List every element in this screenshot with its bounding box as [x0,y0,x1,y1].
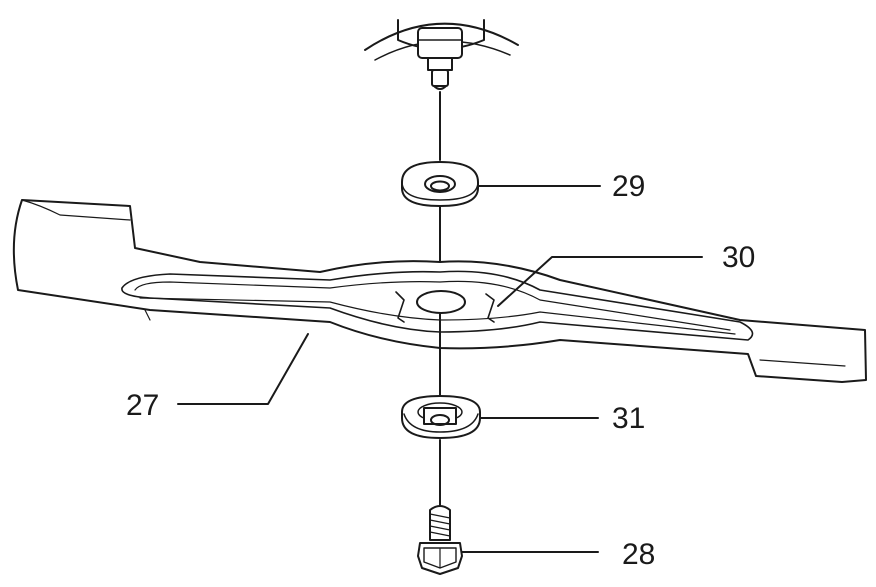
callout-28: 28 [622,538,656,571]
blade-bolt [417,505,463,575]
callout-30: 30 [722,241,756,274]
callout-27: 27 [126,389,160,422]
callout-29: 29 [612,170,646,203]
callout-31: 31 [612,402,646,435]
leader-27 [177,333,309,405]
upper-washer [401,161,479,207]
leader-30 [497,256,703,307]
lower-washer [401,395,481,439]
mower-blade [12,199,867,383]
motor-shaft [417,27,463,90]
